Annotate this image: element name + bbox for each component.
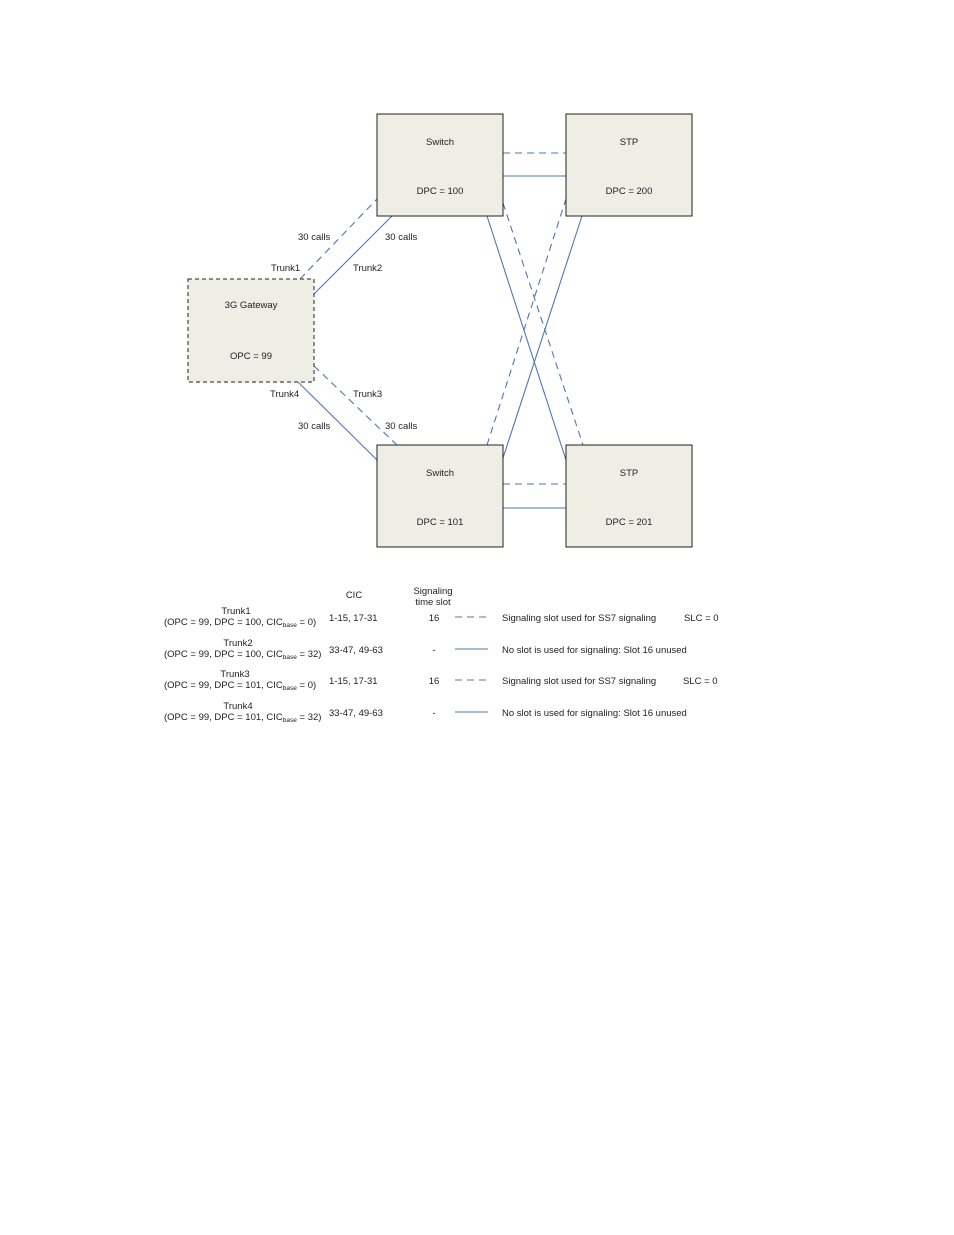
legend-cic-range: 33-47, 49-63: [329, 708, 383, 719]
trunk3-link: [313, 365, 398, 446]
gateway-opc: OPC = 99: [230, 351, 272, 362]
trunk2-link: [313, 215, 393, 295]
switch-top-dpc: DPC = 100: [417, 186, 464, 197]
switch-bottom-name: Switch: [426, 468, 454, 479]
stp-top-dpc: DPC = 200: [606, 186, 653, 197]
trunk1-link: [299, 198, 378, 280]
legend-description: No slot is used for signaling: Slot 16 u…: [502, 645, 687, 656]
switch-bottom-node: Switch DPC = 101: [376, 444, 504, 548]
legend-trunk-name: Trunk3: [220, 669, 249, 680]
trunk2-calls-label: 30 calls: [385, 232, 417, 243]
trunk1-calls-label: 30 calls: [298, 232, 330, 243]
legend-trunk-name: Trunk2: [223, 638, 252, 649]
legend-trunk-params: (OPC = 99, DPC = 100, CICbase = 32): [164, 649, 321, 661]
trunk1-label: Trunk1: [271, 263, 300, 274]
legend-trunk-name: Trunk1: [221, 606, 250, 617]
link-switch100-stp201-solid: [486, 215, 567, 461]
legend-row-trunk4: Trunk4 (OPC = 99, DPC = 101, CICbase = 3…: [164, 701, 687, 724]
legend-slot: 16: [429, 613, 440, 624]
legend-cic-range: 1-15, 17-31: [329, 613, 378, 624]
legend-table: CIC Signaling time slot Trunk1 (OPC = 99…: [164, 586, 719, 724]
switch-bottom-dpc: DPC = 101: [417, 517, 464, 528]
legend-row-trunk3: Trunk3 (OPC = 99, DPC = 101, CICbase = 0…: [164, 669, 718, 692]
stp-bottom-node: STP DPC = 201: [565, 444, 693, 548]
link-switch100-stp201-dashed: [502, 202, 584, 446]
legend-cic-range: 1-15, 17-31: [329, 676, 378, 687]
legend-trunk-params: (OPC = 99, DPC = 101, CICbase = 32): [164, 712, 321, 724]
trunk4-link: [297, 381, 378, 461]
switch-top-node: Switch DPC = 100: [376, 113, 504, 217]
gateway-name: 3G Gateway: [225, 300, 278, 311]
legend-description: Signaling slot used for SS7 signaling: [502, 613, 656, 624]
legend-slot: -: [432, 645, 435, 656]
legend-header-cic: CIC: [346, 590, 363, 601]
stp-bottom-dpc: DPC = 201: [606, 517, 653, 528]
link-switch101-stp200-dashed: [486, 198, 567, 446]
legend-row-trunk1: Trunk1 (OPC = 99, DPC = 100, CICbase = 0…: [164, 606, 719, 629]
trunk4-calls-label: 30 calls: [298, 421, 330, 432]
legend-header-signaling: Signaling: [413, 586, 452, 597]
stp-top-node: STP DPC = 200: [565, 113, 693, 217]
trunk3-label: Trunk3: [353, 389, 382, 400]
legend-slc: SLC = 0: [683, 676, 718, 687]
switch-top-name: Switch: [426, 137, 454, 148]
legend-slc: SLC = 0: [684, 613, 719, 624]
trunk3-calls-label: 30 calls: [385, 421, 417, 432]
legend-row-trunk2: Trunk2 (OPC = 99, DPC = 100, CICbase = 3…: [164, 638, 687, 661]
stp-bottom-name: STP: [620, 468, 638, 479]
link-switch101-stp200-solid: [502, 215, 583, 459]
stp-top-name: STP: [620, 137, 638, 148]
gateway-node: 3G Gateway OPC = 99: [187, 278, 315, 383]
trunk2-label: Trunk2: [353, 263, 382, 274]
legend-header-time-slot: time slot: [415, 597, 451, 608]
legend-slot: 16: [429, 676, 440, 687]
trunk4-label: Trunk4: [270, 389, 299, 400]
legend-slot: -: [432, 708, 435, 719]
legend-trunk-params: (OPC = 99, DPC = 100, CICbase = 0): [164, 617, 316, 629]
legend-cic-range: 33-47, 49-63: [329, 645, 383, 656]
legend-trunk-name: Trunk4: [223, 701, 252, 712]
legend-description: Signaling slot used for SS7 signaling: [502, 676, 656, 687]
legend-trunk-params: (OPC = 99, DPC = 101, CICbase = 0): [164, 680, 316, 692]
legend-description: No slot is used for signaling: Slot 16 u…: [502, 708, 687, 719]
